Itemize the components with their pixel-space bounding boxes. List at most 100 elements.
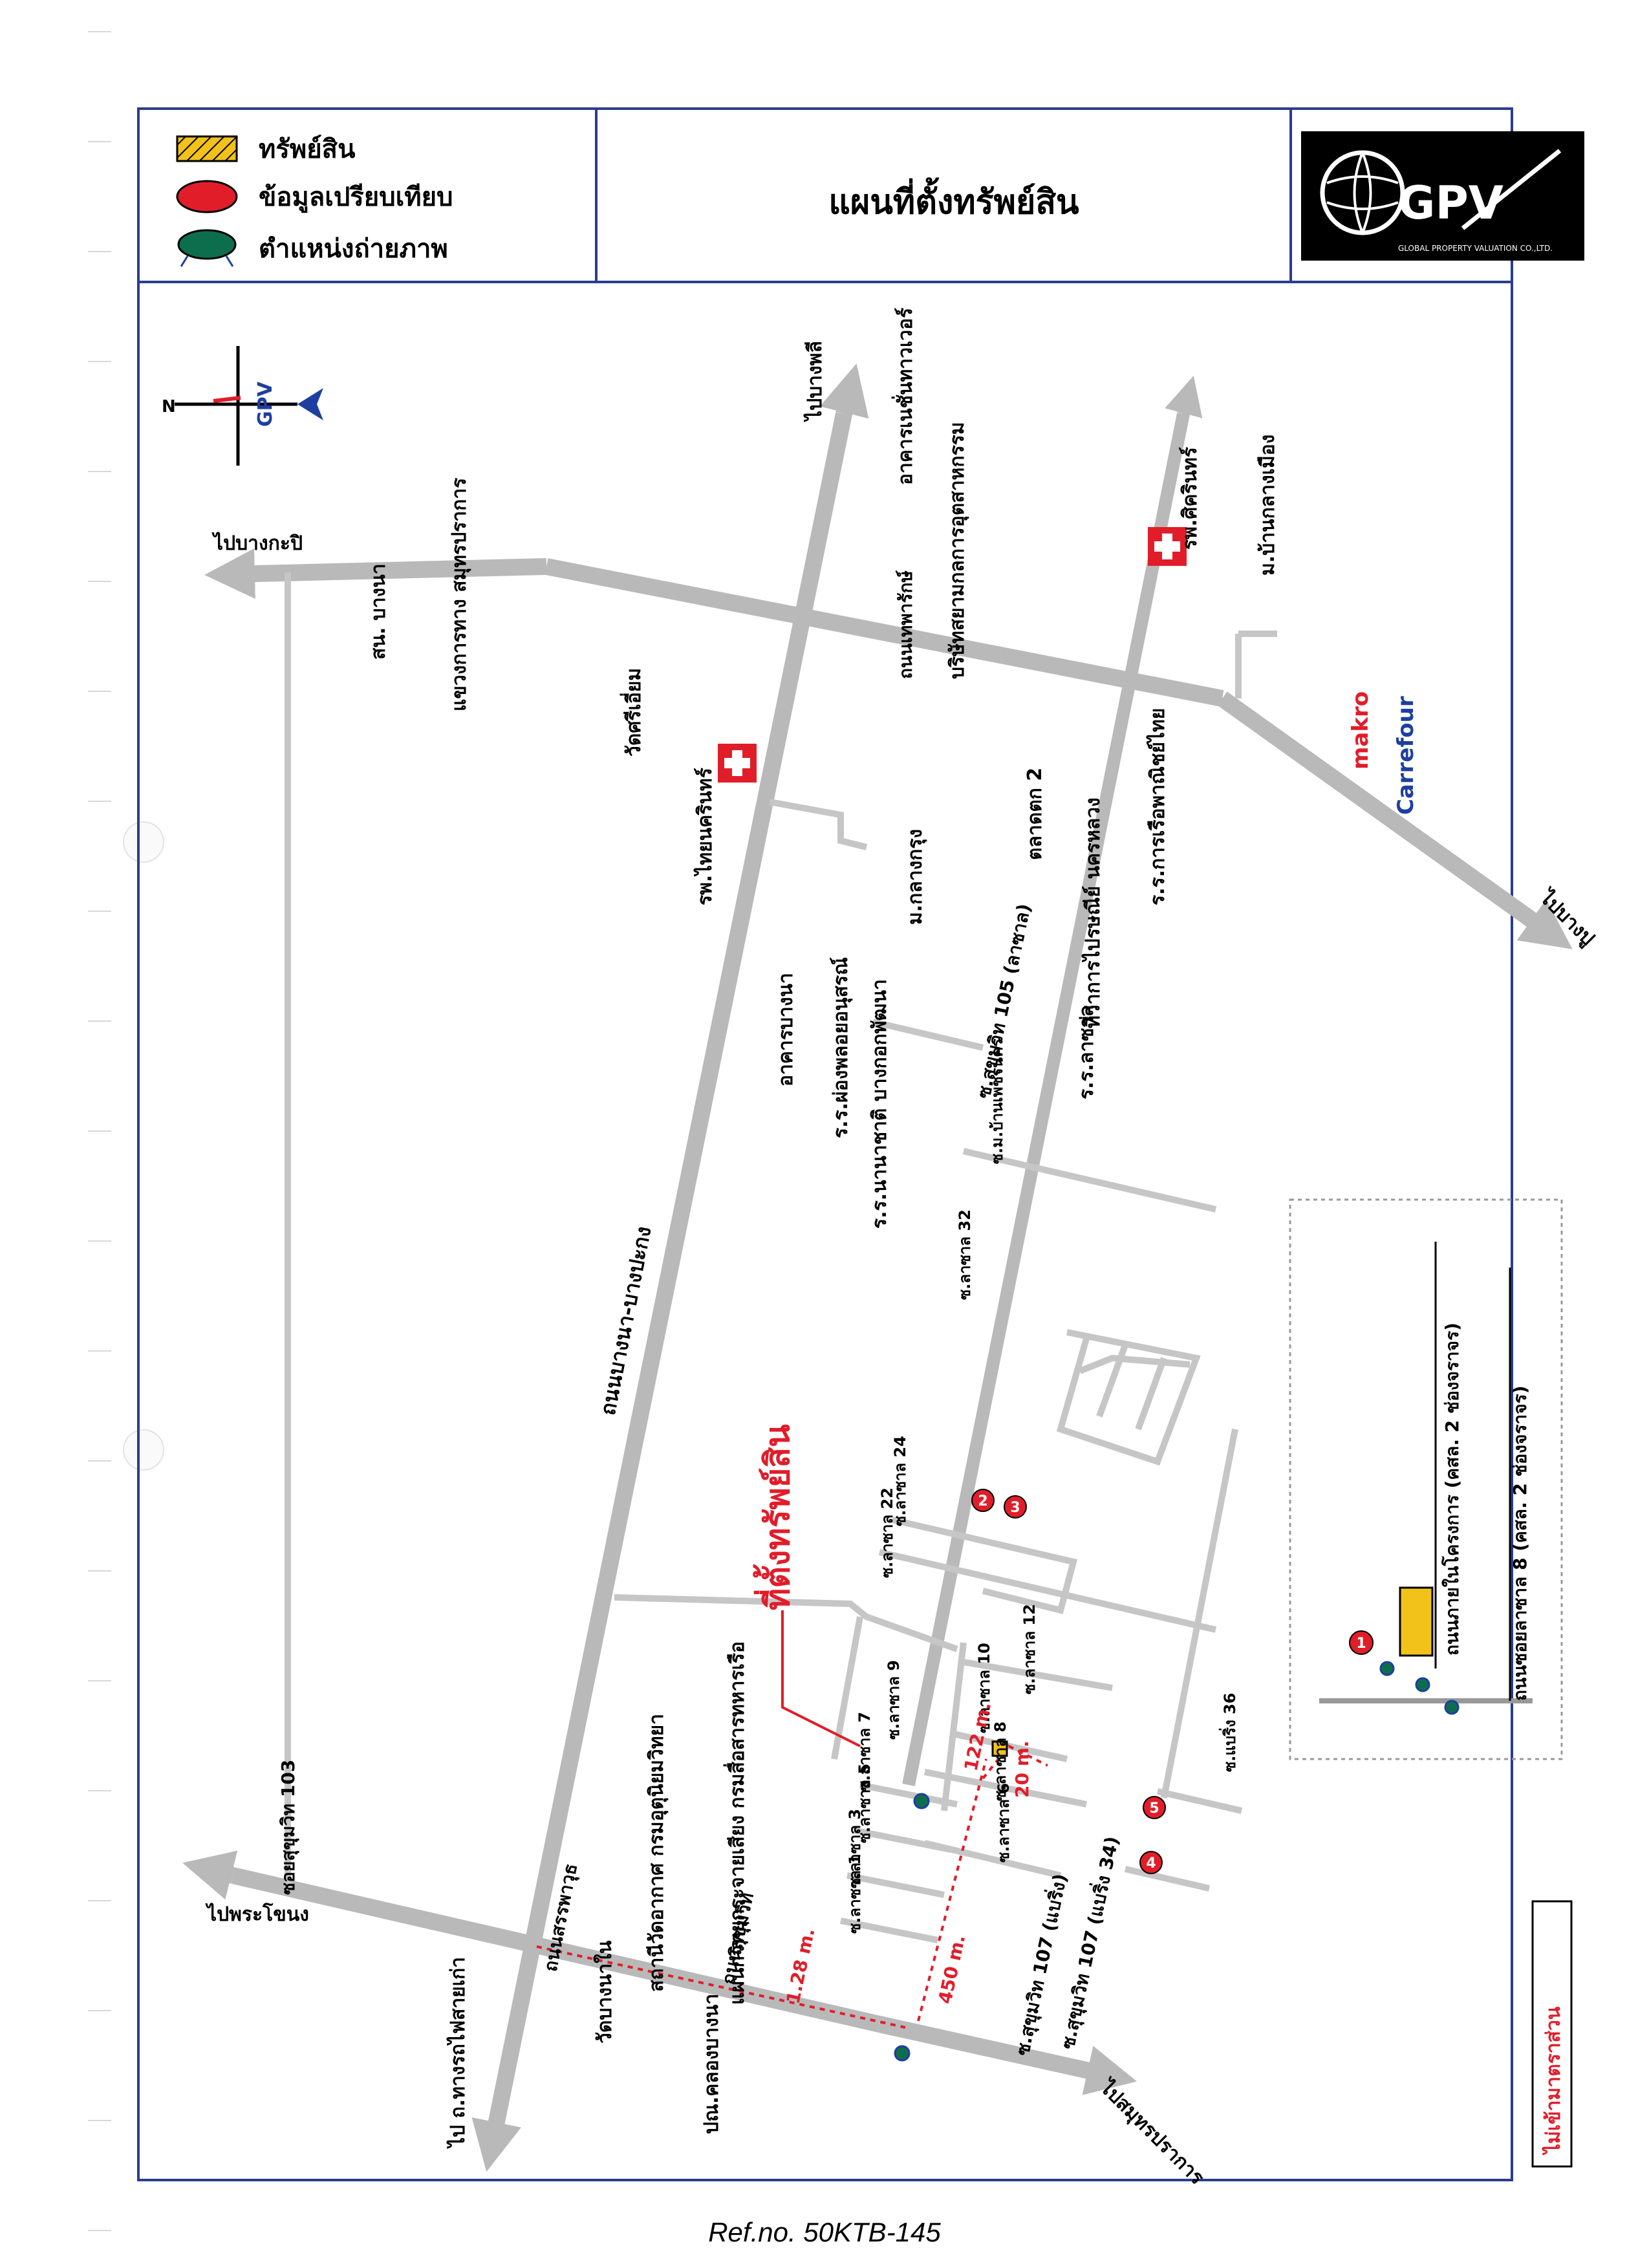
block-line-1 bbox=[1096, 1344, 1128, 1418]
label-nation-tower: อาคารเนชั่นทาวเวอร์ bbox=[891, 308, 917, 485]
road-thepharak bbox=[544, 558, 1224, 707]
subject-pointer bbox=[781, 1610, 861, 1747]
inset-label-project-road: ถนนภายในโครงการ (คสล. 2 ช่องจราจร) bbox=[1441, 1323, 1463, 1656]
compass-rose: N GPV bbox=[162, 346, 323, 466]
road-lasalle-24 bbox=[891, 1517, 1078, 1615]
map-frame bbox=[137, 107, 1513, 2181]
svg-text:4: 4 bbox=[1146, 1855, 1156, 1872]
label-talat-tok: ตลาดตก 2 bbox=[1024, 768, 1046, 860]
photo-marker-sukhumvit bbox=[894, 2045, 911, 2062]
road-lasalle-1 bbox=[840, 1917, 938, 1943]
road-bangna-bangpakong bbox=[471, 412, 852, 2172]
road-bangna-north-arrow bbox=[819, 363, 869, 419]
label-lasalle-5: ซ.ลาซาล 5 bbox=[856, 1764, 874, 1843]
logo-caption: GLOBAL PROPERTY VALUATION CO.,LTD. bbox=[1398, 244, 1553, 253]
hospital-icon bbox=[1148, 527, 1187, 566]
label-to-bangphli: ไปบางพลี bbox=[803, 341, 826, 422]
inset-label-soi-road: ถนนซอยลาซาล 8 (คสล. 2 ช่องจราจร) bbox=[1509, 1386, 1531, 1701]
road-bearing-34 bbox=[1124, 1866, 1211, 1892]
road-lasalle-north-arrow bbox=[1165, 376, 1203, 418]
road-bearing-36 bbox=[1156, 1788, 1243, 1814]
label-thainakarin-hospital: รพ.ไทยนครินทร์ bbox=[693, 768, 717, 905]
comparable-marker-4 bbox=[1139, 1851, 1163, 1874]
inset-photo-marker bbox=[1415, 1677, 1430, 1692]
not-to-scale-box bbox=[1531, 1900, 1573, 2168]
label-wat-bangna-nai: วัดบางนาใน bbox=[593, 1940, 616, 2044]
comparable-marker-3 bbox=[1004, 1495, 1027, 1518]
label-to-bangpu-east: ไปบางปู bbox=[1534, 885, 1600, 951]
label-to-bangkapi: ไปบางกะปิ bbox=[211, 532, 303, 555]
inset-frame bbox=[1289, 1198, 1563, 1760]
label-ban-phet: ซ.ม.บ้านเพชรนคร bbox=[988, 1039, 1006, 1164]
comparable-marker-5 bbox=[1143, 1796, 1166, 1819]
label-carrefour: Carrefour bbox=[1393, 696, 1419, 815]
road-link-east-west bbox=[614, 1594, 958, 1652]
road-lasalle-8 bbox=[924, 1769, 1087, 1808]
legend-item-photo: ตำแหน่งถ่ายภาพ bbox=[175, 228, 448, 269]
gpv-logo-icon: GPV GLOBAL PROPERTY VALUATION CO.,LTD. bbox=[1320, 149, 1562, 253]
red-marker-icon bbox=[176, 180, 238, 213]
road-lasalle-6 bbox=[923, 1840, 1062, 1879]
label-weather-station: สถานีวัดอากาศ กรมอุตุนิยมวิทยา bbox=[645, 1714, 669, 1992]
label-road-sukhumvit-103: ซอยสุขุมวิท 103 bbox=[277, 1760, 299, 1895]
label-lasalle-32: ซ.ลาซาล 32 bbox=[956, 1209, 974, 1300]
legend-label: ข้อมูลเปรียบเทียบ bbox=[259, 182, 453, 212]
label-ban-klang-muang: ม.บ้านกลางเมือง bbox=[1256, 435, 1279, 576]
inset-photo-marker bbox=[1379, 1661, 1395, 1676]
compass-gpv-text: GPV bbox=[254, 381, 277, 427]
label-to-samutprakan: ไปสมุทรปราการ bbox=[1094, 2075, 1209, 2190]
label-klangkrung: ม.กลางกรุง bbox=[904, 829, 927, 925]
hospital-icon bbox=[718, 744, 757, 783]
inset-comparable-marker-1 bbox=[1349, 1630, 1374, 1655]
label-merchant-marine: ร.ร.การเรือพาณิชย์ไทย bbox=[1146, 708, 1169, 905]
label-lasalle-1: ซ.ลาซาล 1 bbox=[846, 1854, 864, 1934]
legend-label: ตำแหน่งถ่ายภาพ bbox=[259, 234, 448, 264]
label-lasalle-7: ซ.ลาซาล 7 bbox=[856, 1712, 874, 1791]
label-bangna-building: อาคารบางนา bbox=[775, 973, 797, 1086]
route-122m bbox=[982, 1744, 1048, 1780]
label-navy-radio: แผนกวิทยุกระจายเสียง กรมสื่อสารทหารเรือ bbox=[723, 1641, 749, 2005]
svg-text:2: 2 bbox=[978, 1493, 987, 1509]
label-lasalle-3: ซ.ลาซาล 3 bbox=[846, 1809, 864, 1888]
header-divider-left bbox=[595, 107, 598, 282]
label-lasalle-8: ซ.ลาซาล 8 bbox=[991, 1722, 1009, 1801]
road-lasalle-32 bbox=[1079, 1354, 1191, 1374]
road-lasalle-22 bbox=[878, 1549, 1217, 1633]
route-450m bbox=[917, 1758, 987, 2022]
label-sikarin-hospital: รพ.ศิครินทร์ bbox=[1179, 447, 1202, 550]
company-logo: GPV GLOBAL PROPERTY VALUATION CO.,LTD. bbox=[1301, 131, 1584, 261]
road-lasalle-3 bbox=[846, 1872, 945, 1898]
inset-property-marker bbox=[1399, 1586, 1434, 1657]
camera-position-icon bbox=[177, 229, 237, 267]
label-phongphloi-school: ร.ร.ผ่องพลอยอนุสรณ์ bbox=[830, 957, 853, 1138]
photo-marker-lasalle bbox=[913, 1793, 930, 1809]
label-bangna-police: สน. บางนา bbox=[367, 563, 390, 660]
label-road-thepharak: ถนนเทพารักษ์ bbox=[895, 570, 916, 679]
label-lasalle-6: ซ.ลาซาล 6 bbox=[995, 1783, 1013, 1863]
label-lasalle-24: ซ.ลาซาล 24 bbox=[891, 1436, 909, 1526]
label-bearing-36: ซ.แบริ่ง 36 bbox=[1218, 1693, 1239, 1772]
compass-north-letter: N bbox=[162, 397, 176, 416]
label-lasalle-10: ซ.ลาซาล 10 bbox=[975, 1643, 993, 1733]
label-lasalle-12: ซ.ลาซาล 12 bbox=[1020, 1604, 1039, 1694]
road-lasalle-8-side bbox=[941, 1642, 967, 1811]
label-lasalle-9: ซ.ลาซาล 9 bbox=[885, 1660, 903, 1740]
road-bearing-107 bbox=[1161, 1429, 1238, 1798]
svg-text:1: 1 bbox=[1356, 1636, 1366, 1652]
comparable-marker-2 bbox=[971, 1489, 995, 1512]
subject-location-label: ที่ตั้งทรัพย์สิน bbox=[753, 1424, 797, 1610]
legend-item-property: ทรัพย์สิน bbox=[175, 128, 355, 169]
svg-text:5: 5 bbox=[1149, 1800, 1159, 1817]
legend-item-comparable: ข้อมูลเปรียบเทียบ bbox=[175, 176, 453, 217]
road-lasalle-12 bbox=[963, 1659, 1113, 1691]
logo-letters: GPV bbox=[1398, 177, 1503, 230]
header-divider bbox=[137, 281, 1513, 283]
road-thepharak-east bbox=[1217, 691, 1573, 949]
block-line-2 bbox=[1135, 1357, 1167, 1431]
label-wat-sri-iam: วัดศรีเอี่ยม bbox=[620, 668, 645, 757]
road-lasalle-105 bbox=[902, 413, 1190, 1786]
label-post-office: ที่ว่าการไปรษณีย์ นครหลวง bbox=[1079, 797, 1105, 1028]
inset-photo-marker bbox=[1444, 1700, 1460, 1715]
comparable-markers: 2 3 4 5 bbox=[971, 1489, 1166, 1874]
